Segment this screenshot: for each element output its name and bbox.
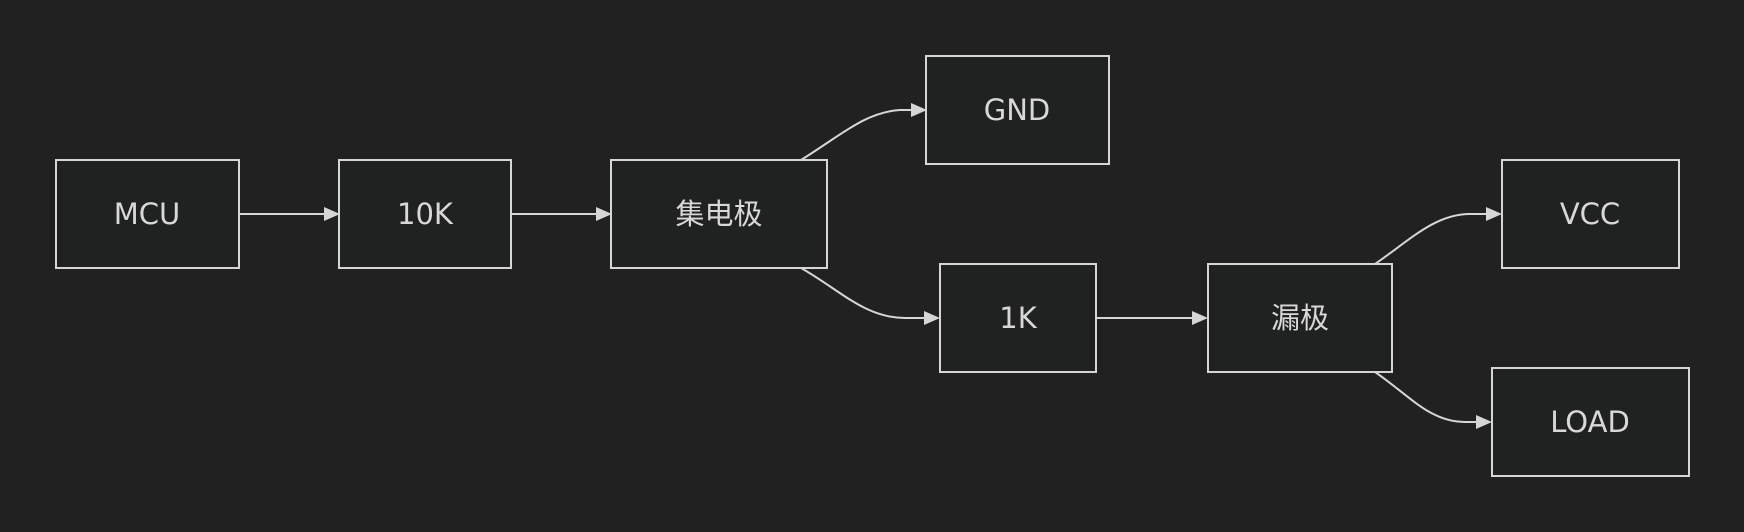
node-10k: 10K: [338, 159, 512, 269]
node-label-mcu: MCU: [114, 197, 181, 231]
arrowhead-drain-to-load: [1476, 415, 1492, 429]
node-label-1k: 1K: [999, 301, 1037, 335]
arrowhead-drain-to-vcc: [1486, 207, 1502, 221]
node-label-load: LOAD: [1550, 405, 1630, 439]
node-label-collector: 集电极: [675, 197, 762, 231]
node-drain: 漏极: [1207, 263, 1393, 373]
edge-drain-to-load: [1374, 371, 1484, 423]
arrowhead-collector-to-gnd: [911, 103, 927, 117]
edge-drain-to-vcc: [1374, 213, 1494, 265]
arrowhead-10k-to-collector: [596, 207, 612, 221]
node-label-vcc: VCC: [1560, 197, 1620, 231]
edge-collector-to-1k: [800, 267, 932, 319]
node-load: LOAD: [1491, 367, 1690, 477]
node-label-drain: 漏极: [1271, 301, 1329, 335]
arrowhead-mcu-to-10k: [324, 207, 340, 221]
node-collector: 集电极: [610, 159, 828, 269]
node-label-gnd: GND: [984, 93, 1051, 127]
node-vcc: VCC: [1501, 159, 1680, 269]
node-label-10k: 10K: [397, 197, 454, 231]
arrowhead-1k-to-drain: [1192, 311, 1208, 325]
node-mcu: MCU: [55, 159, 240, 269]
edge-collector-to-gnd: [800, 109, 919, 161]
node-gnd: GND: [925, 55, 1110, 165]
node-1k: 1K: [939, 263, 1097, 373]
arrowhead-collector-to-1k: [924, 311, 940, 325]
